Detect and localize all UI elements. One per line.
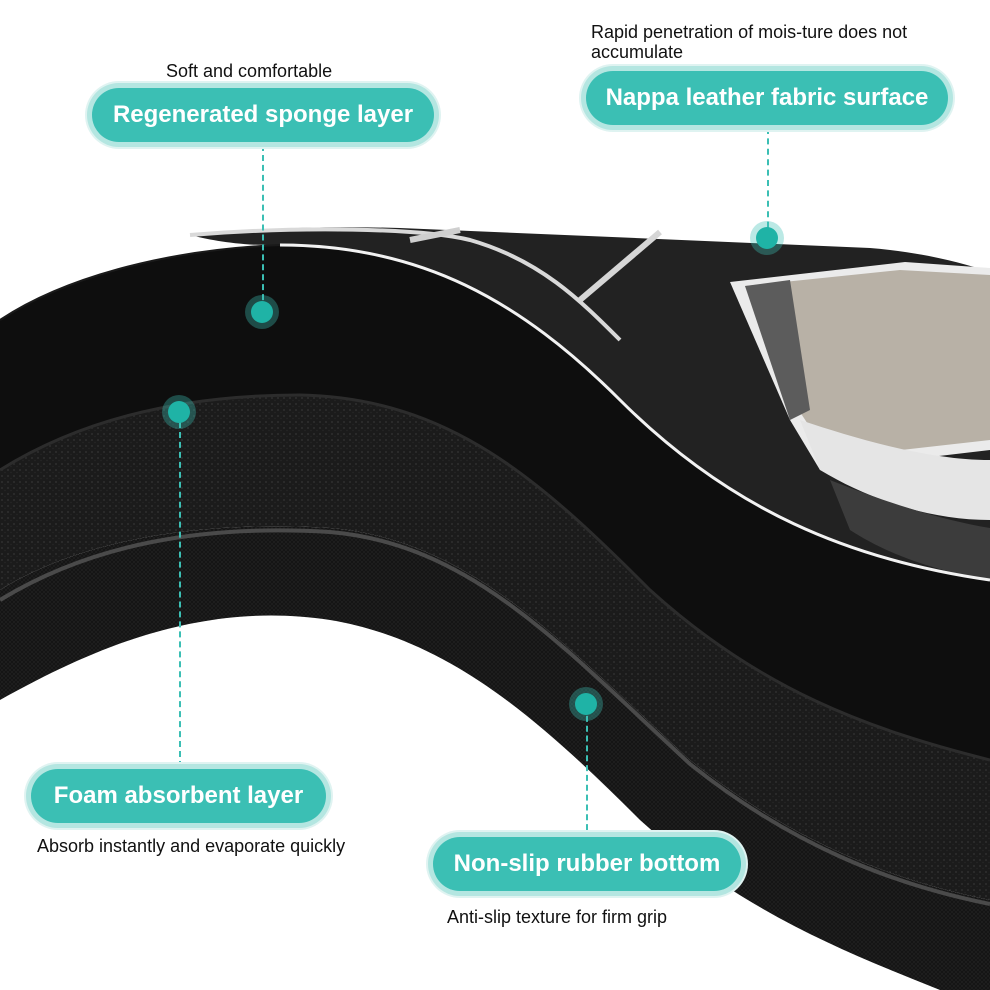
rubber-bottom-layer — [0, 526, 990, 990]
sponge-marker-dot — [251, 301, 273, 323]
rubber-marker-dot — [575, 693, 597, 715]
sponge-caption: Soft and comfortable — [166, 61, 333, 81]
rubber-leader-line — [586, 706, 588, 840]
foam-caption: Absorb instantly and evaporate quickly — [37, 836, 346, 856]
sponge-label-pill: Regenerated sponge layer — [92, 88, 434, 142]
foam-label-pill: Foam absorbent layer — [31, 769, 326, 823]
rubber-caption: Anti-slip texture for firm grip — [447, 907, 668, 927]
nappa-caption: Rapid penetration of mois-ture does not … — [591, 22, 908, 62]
nappa-label-pill: Nappa leather fabric surface — [586, 71, 948, 125]
nappa-leader-line — [767, 128, 769, 238]
foam-layer — [0, 395, 990, 900]
rubber-edge — [0, 528, 990, 906]
foam-marker-dot — [168, 401, 190, 423]
nappa-marker-dot — [756, 227, 778, 249]
rubber-label-pill: Non-slip rubber bottom — [433, 837, 741, 891]
foam-leader-line — [179, 412, 181, 767]
sponge-layer — [0, 245, 990, 760]
sponge-leader-line — [262, 145, 264, 310]
